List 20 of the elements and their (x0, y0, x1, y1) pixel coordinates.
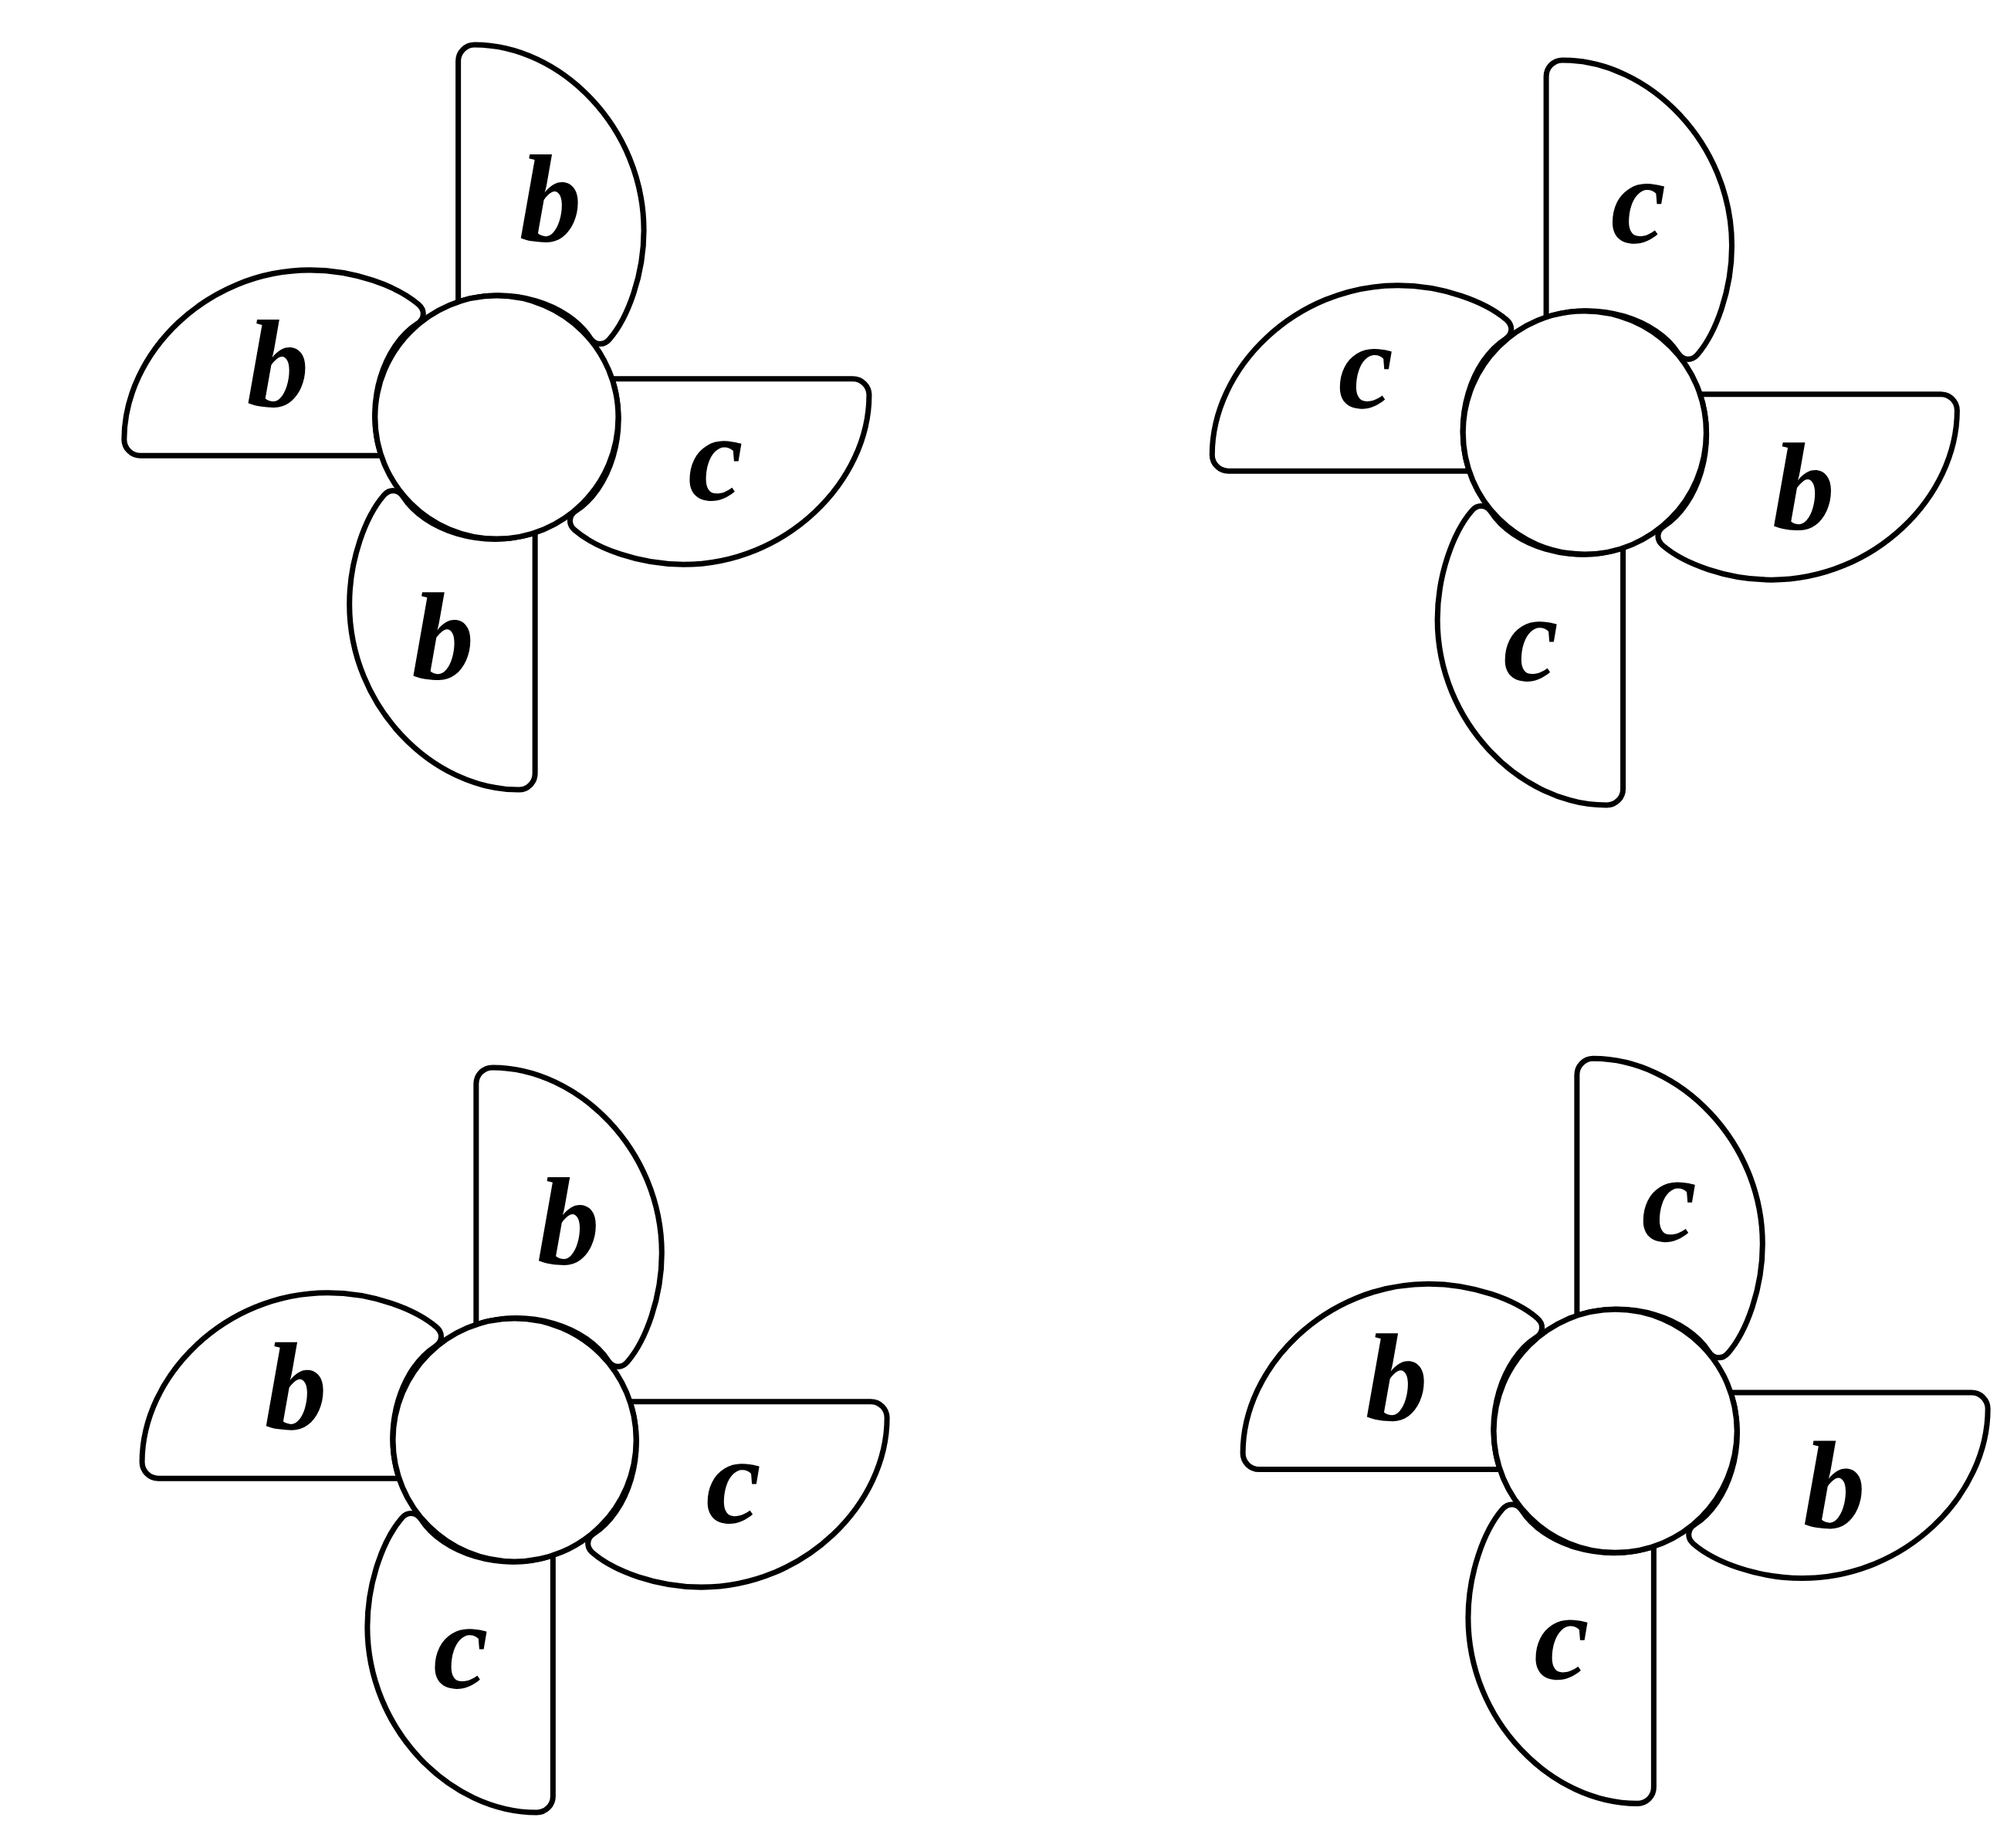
blade: b (139, 1290, 444, 1481)
hub-circle (1460, 308, 1709, 557)
blade: c (364, 1510, 556, 1816)
blade: b (473, 1064, 665, 1369)
blade: c (1543, 57, 1735, 362)
blade: b (455, 42, 647, 347)
blade: c (1209, 283, 1515, 474)
blade: b (121, 267, 426, 459)
blade: b (1240, 1281, 1545, 1472)
hub-circle (1491, 1306, 1740, 1555)
blade: c (585, 1399, 890, 1590)
blade: c (1465, 1501, 1657, 1806)
blade: c (1574, 1055, 1765, 1361)
blade: b (1655, 391, 1960, 583)
blade: b (347, 487, 538, 793)
hub-circle (372, 293, 621, 542)
blade: b (1686, 1389, 1991, 1581)
blade: c (1434, 503, 1626, 808)
hub-circle (390, 1315, 639, 1565)
blade: c (567, 376, 872, 567)
